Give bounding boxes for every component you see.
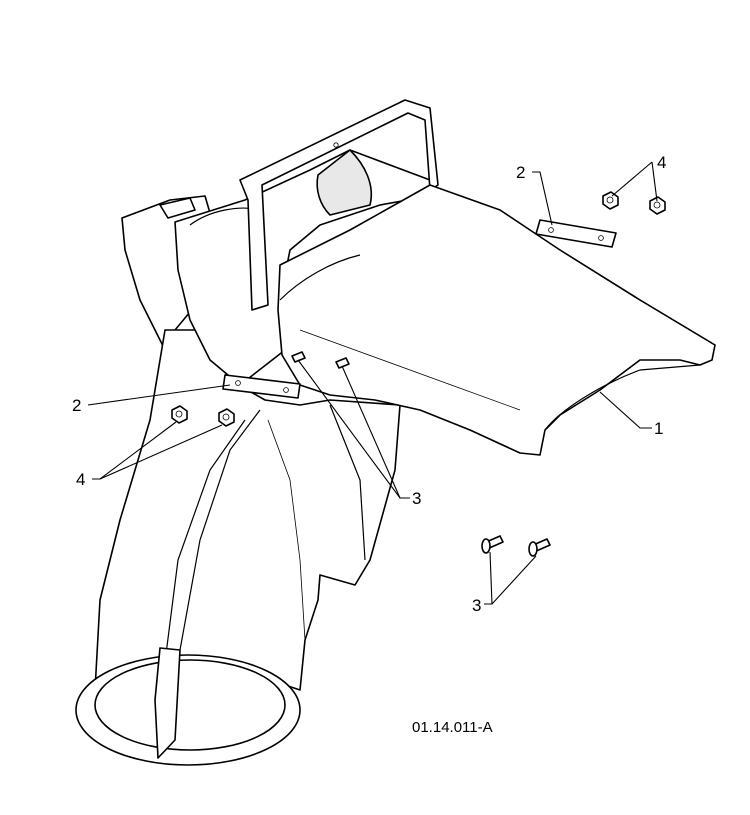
nut-top-1 <box>602 191 619 210</box>
leader-lines <box>87 161 658 605</box>
callout-part-4-top: 4 <box>657 153 666 172</box>
callout-part-4-left: 4 <box>76 470 85 489</box>
carriage-bolt-2 <box>528 538 551 557</box>
callout-part-2-top: 2 <box>516 163 525 182</box>
strap-plate-left <box>222 374 301 399</box>
callout-part-1: 1 <box>654 419 663 438</box>
callout-part-2-left: 2 <box>72 396 81 415</box>
nut-top-2 <box>649 196 666 215</box>
drawing-id: 01.14.011-A <box>412 719 493 736</box>
nut-left-1 <box>171 405 188 424</box>
callout-part-3-installed: 3 <box>412 489 421 508</box>
callout-part-3-loose: 3 <box>472 596 481 615</box>
chute-body <box>75 99 716 766</box>
carriage-bolt-1 <box>481 535 504 554</box>
callout-labels: 1 2 4 2 4 3 3 <box>72 153 666 615</box>
strap-plate-top <box>535 219 617 248</box>
nut-left-2 <box>218 408 235 427</box>
